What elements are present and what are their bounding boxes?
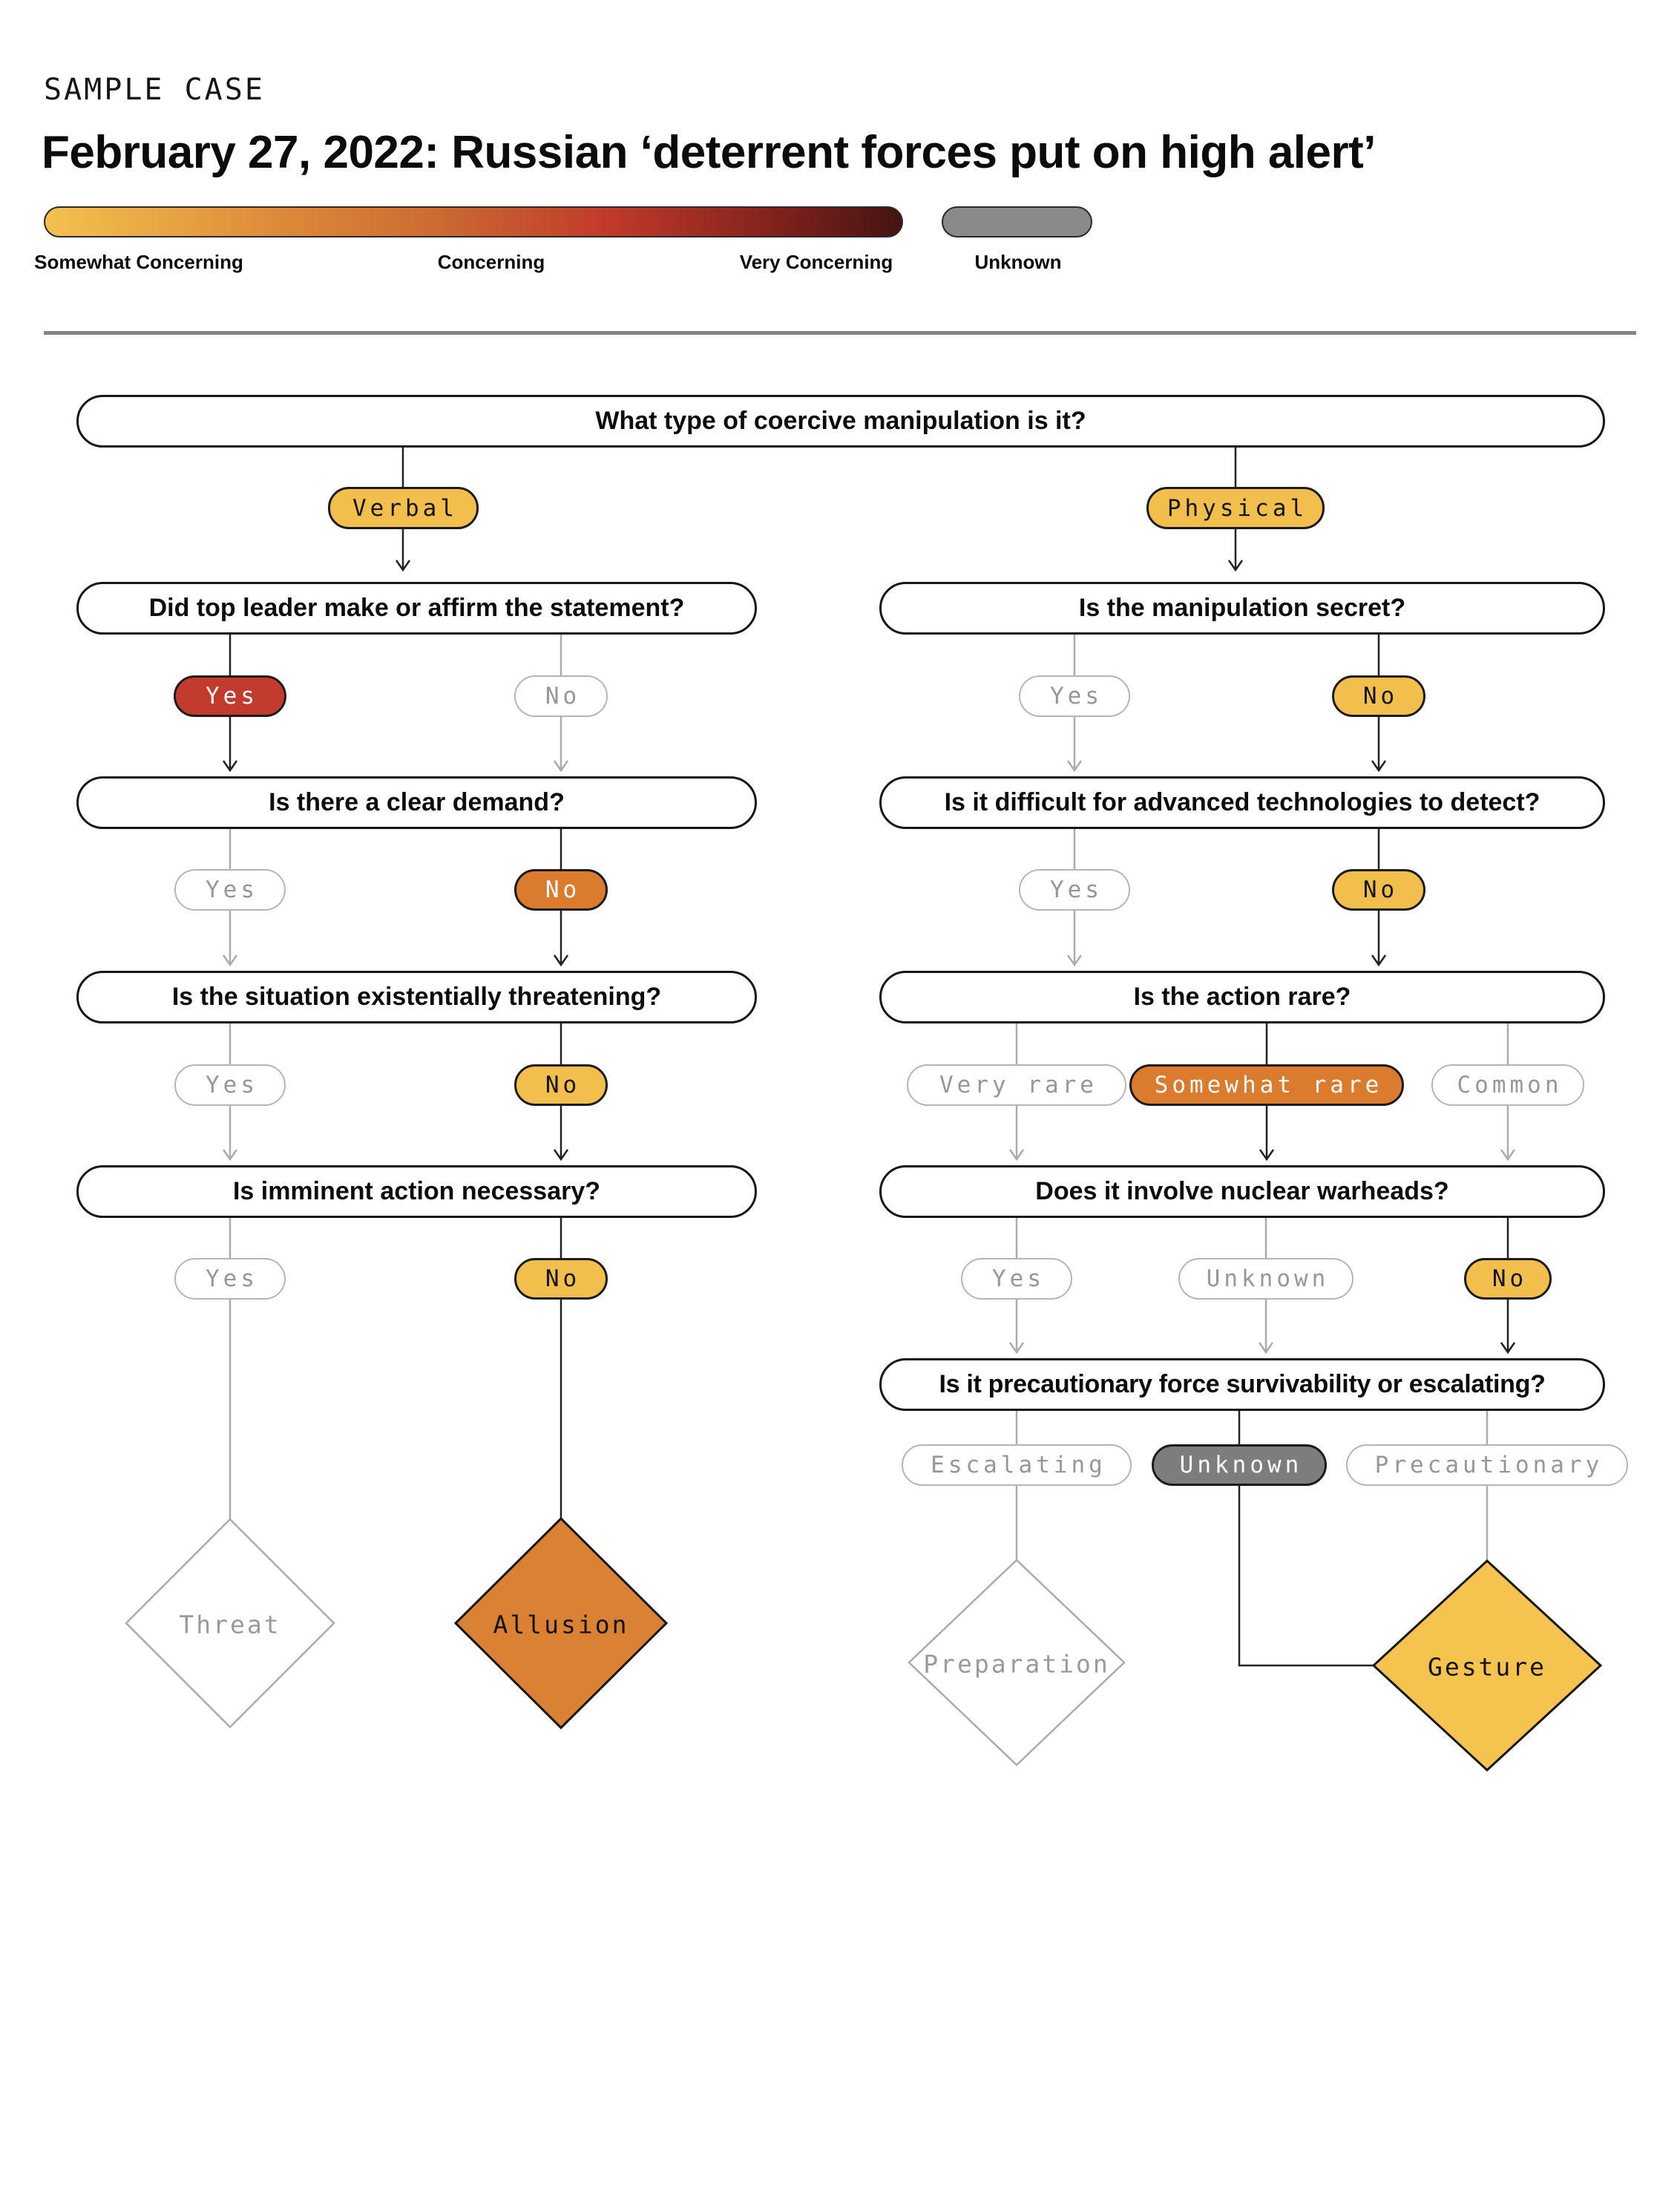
question-verbal-2: Is there a clear demand? [76, 776, 757, 829]
answer-physical-5-escalating: Escalating [902, 1444, 1132, 1486]
answer-physical-4-no: No [1464, 1258, 1552, 1300]
arrow [1066, 717, 1083, 773]
legend-label-very-concerning: Very Concerning [739, 251, 893, 273]
section-divider [44, 331, 1636, 335]
legend-label-unknown: Unknown [974, 251, 1062, 273]
answer-physical-5-unknown: Unknown [1152, 1444, 1327, 1486]
diamond-label-allusion: Allusion [493, 1611, 629, 1639]
answer-physical-3-somewhat-rare: Somewhat rare [1129, 1064, 1404, 1106]
legend-label-concerning: Concerning [437, 251, 545, 273]
legend-label-somewhat-concerning: Somewhat Concerning [34, 251, 243, 273]
question-physical-5: Is it precautionary force survivability … [879, 1358, 1605, 1411]
eyebrow-label: SAMPLE CASE [44, 73, 265, 107]
diamond-label-preparation: Preparation [923, 1650, 1110, 1679]
diamond-shape [1371, 1559, 1603, 1772]
branch-pill-verbal: Verbal [328, 487, 479, 529]
outcome-diamond-threat: Threat [125, 1518, 335, 1729]
diamond-label-threat: Threat [179, 1611, 280, 1639]
answer-physical-3-common: Common [1431, 1064, 1584, 1106]
branch-pill-physical: Physical [1146, 487, 1325, 529]
answer-physical-1-no: No [1332, 675, 1425, 717]
outcome-diamond-allusion: Allusion [453, 1516, 669, 1730]
arrow [1371, 717, 1387, 773]
arrow [553, 1106, 569, 1162]
diamond-shape [125, 1518, 335, 1729]
answer-verbal-2-yes: Yes [174, 869, 286, 911]
answer-verbal-1-no: No [514, 675, 608, 717]
diamond-shape [908, 1559, 1126, 1766]
arrow [553, 911, 569, 967]
connector-gesture-elbow [1238, 1486, 1374, 1667]
question-physical-4: Does it involve nuclear warheads? [879, 1165, 1605, 1218]
arrow [395, 528, 411, 572]
answer-verbal-1-yes: Yes [174, 675, 286, 717]
answer-physical-1-yes: Yes [1019, 675, 1130, 717]
answer-verbal-4-no: No [514, 1258, 608, 1300]
arrow [1227, 528, 1244, 572]
arrow [1258, 1300, 1274, 1354]
outcome-diamond-preparation: Preparation [908, 1559, 1126, 1766]
diamond-label-gesture: Gesture [1428, 1653, 1546, 1682]
arrow [1259, 1106, 1275, 1162]
legend-unknown-swatch [942, 206, 1092, 238]
answer-physical-4-yes: Yes [961, 1258, 1072, 1300]
question-verbal-3: Is the situation existentially threateni… [76, 971, 757, 1023]
arrow [222, 1106, 238, 1162]
answer-physical-2-yes: Yes [1019, 869, 1130, 911]
answer-verbal-4-yes: Yes [174, 1258, 286, 1300]
arrow [553, 717, 569, 773]
answer-physical-2-no: No [1332, 869, 1425, 911]
answer-physical-5-precautionary: Precautionary [1346, 1444, 1628, 1486]
page-title: February 27, 2022: Russian ‘deterrent fo… [42, 127, 1377, 178]
answer-verbal-3-no: No [514, 1064, 608, 1106]
answer-verbal-2-no: No [514, 869, 608, 911]
arrow [1008, 1106, 1025, 1162]
answer-physical-4-unknown: Unknown [1178, 1258, 1353, 1300]
question-physical-1: Is the manipulation secret? [879, 582, 1605, 635]
answer-physical-3-very-rare: Very rare [907, 1064, 1126, 1106]
question-verbal-4: Is imminent action necessary? [76, 1165, 757, 1218]
diamond-shape [453, 1516, 669, 1730]
arrow [1371, 911, 1387, 967]
arrow [1066, 911, 1083, 967]
question-physical-2: Is it difficult for advanced technologie… [879, 776, 1605, 829]
arrow [1500, 1300, 1516, 1354]
question-physical-3: Is the action rare? [879, 971, 1605, 1023]
arrow [222, 717, 238, 773]
question-verbal-1: Did top leader make or affirm the statem… [76, 582, 757, 635]
outcome-diamond-gesture: Gesture [1371, 1559, 1603, 1772]
answer-verbal-3-yes: Yes [174, 1064, 286, 1106]
arrow [1008, 1300, 1025, 1354]
concern-gradient-bar [44, 206, 903, 238]
arrow [222, 911, 238, 967]
arrow [1500, 1106, 1516, 1162]
question-root: What type of coercive manipulation is it… [76, 395, 1605, 448]
